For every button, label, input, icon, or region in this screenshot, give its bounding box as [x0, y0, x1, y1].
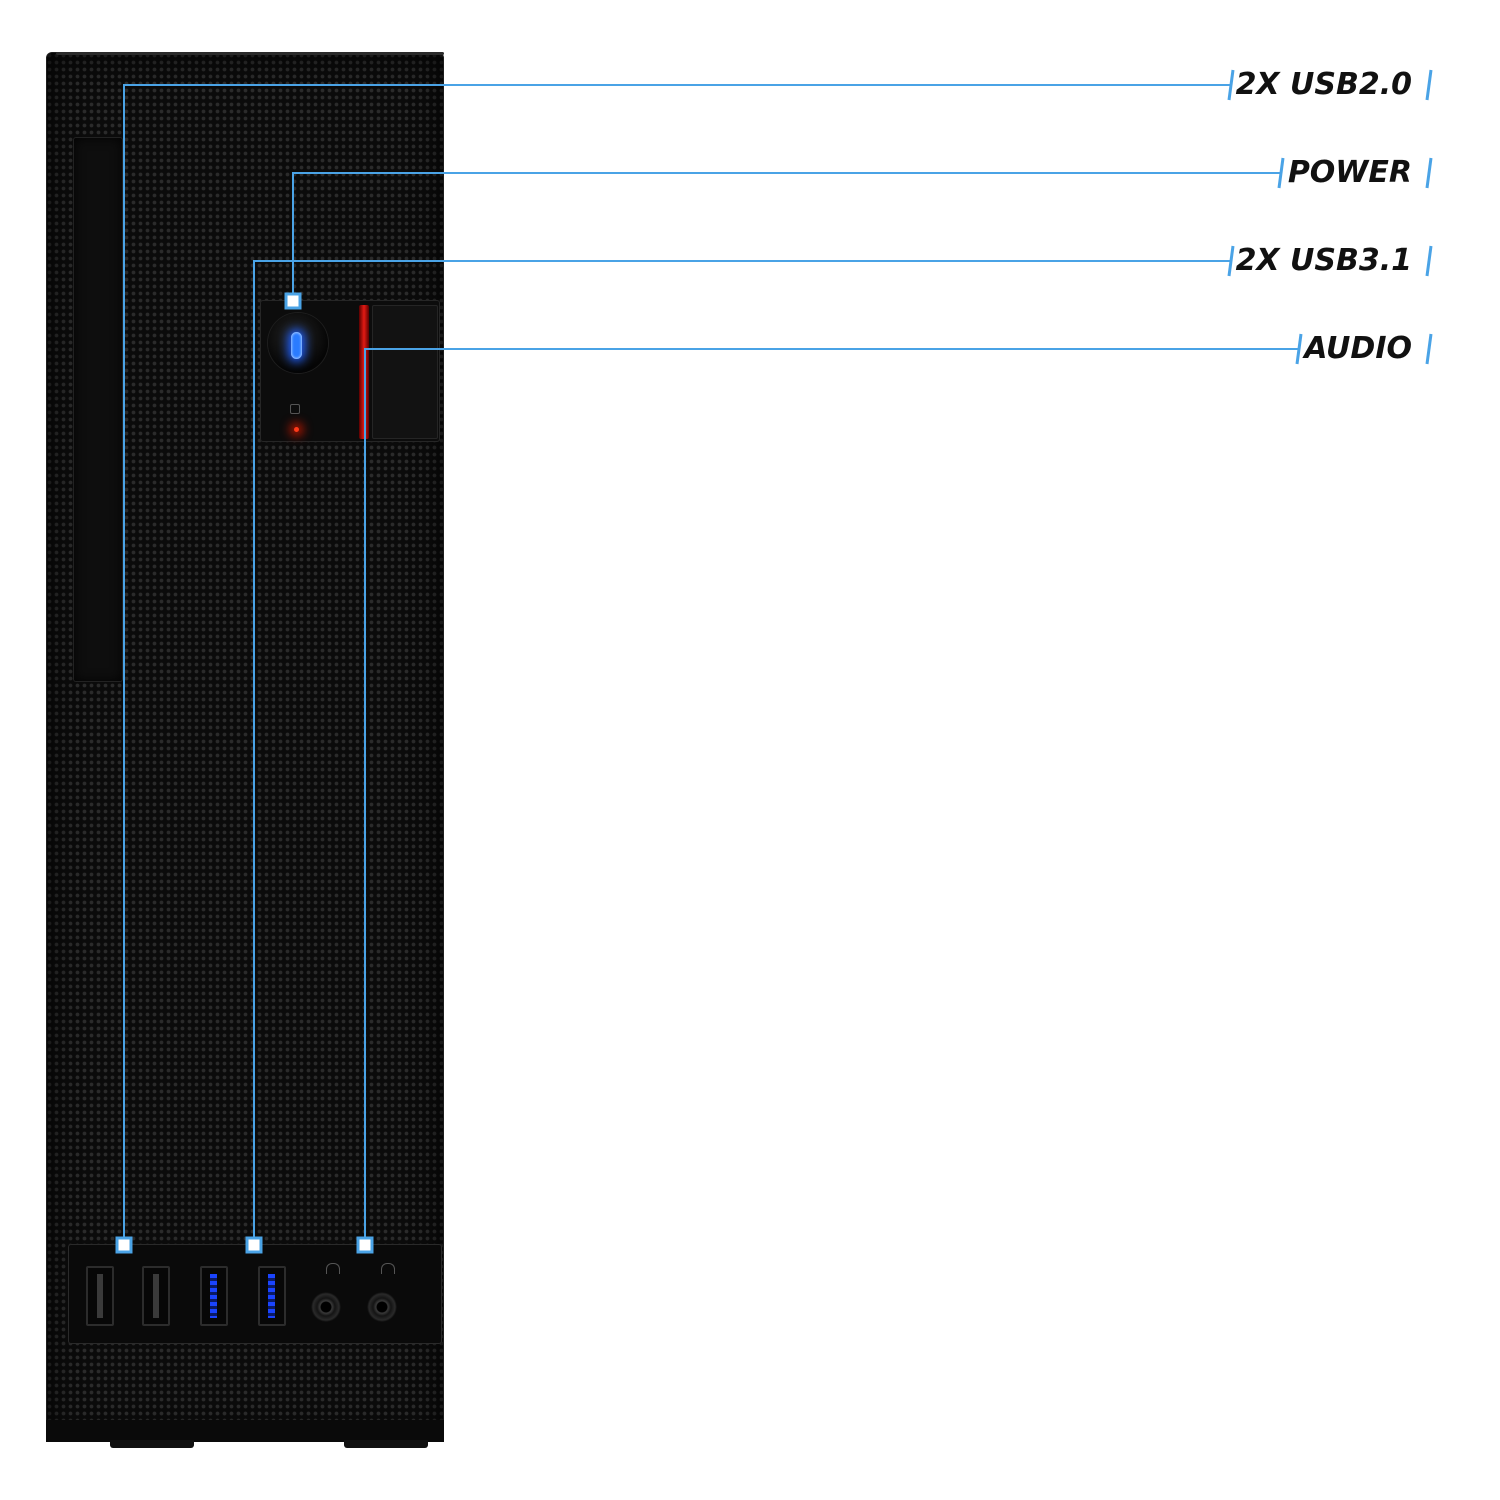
headphone-jack: [311, 1292, 341, 1322]
callout-label-audio: AUDIO: [1304, 331, 1412, 366]
label-brackets: [1227, 69, 1433, 365]
callout-label-usb20: 2X USB2.0: [1235, 67, 1412, 102]
bracket-audio-left: [1295, 333, 1303, 365]
case-bottom: [46, 1420, 444, 1442]
leader-usb20: [123, 84, 1230, 1244]
headphone-icon: [326, 1263, 340, 1274]
leader-usb31: [253, 260, 1230, 1244]
callout-label-power: POWER: [1287, 155, 1412, 190]
optical-drive-bay: [73, 137, 123, 682]
reset-panel: [372, 305, 438, 439]
power-led-icon: [291, 332, 302, 359]
usb2-port-2: [142, 1266, 170, 1326]
hdd-led-icon: [294, 427, 299, 432]
bracket-audio-right: [1425, 333, 1433, 365]
bracket-usb20-left: [1227, 69, 1235, 101]
anchor-markers: [115, 292, 374, 1254]
usb2-port-1: [86, 1266, 114, 1326]
callout-leaders: [123, 84, 1298, 1244]
bracket-usb31-left: [1227, 245, 1235, 277]
case-foot-left: [110, 1440, 194, 1448]
bracket-usb20-right: [1425, 69, 1433, 101]
leader-power: [292, 172, 1280, 300]
microphone-jack: [367, 1292, 397, 1322]
case-foot-right: [344, 1440, 428, 1448]
bracket-power-right: [1425, 157, 1433, 189]
case-top-edge: [56, 52, 444, 55]
hdd-icon: [290, 404, 300, 414]
usb3-port-2: [258, 1266, 286, 1326]
anchor-usb20: [115, 1236, 133, 1254]
anchor-power: [284, 292, 302, 310]
bracket-usb31-right: [1425, 245, 1433, 277]
leader-audio: [364, 348, 1298, 1244]
anchor-usb31: [245, 1236, 263, 1254]
anchor-audio: [356, 1236, 374, 1254]
usb3-port-1: [200, 1266, 228, 1326]
bracket-power-left: [1277, 157, 1285, 189]
callout-label-usb31: 2X USB3.1: [1235, 243, 1412, 278]
microphone-icon: [381, 1263, 395, 1274]
